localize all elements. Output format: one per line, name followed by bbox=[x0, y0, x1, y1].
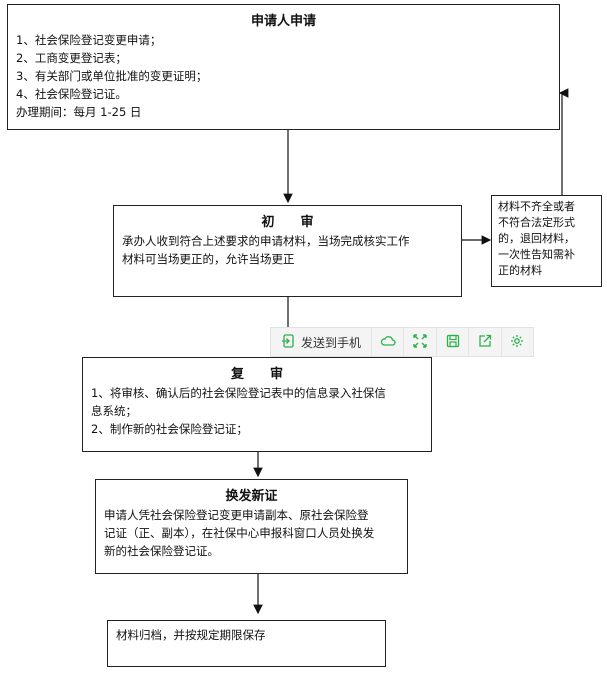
review1-line: 承办人收到符合上述要求的申请材料，当场完成核实工作 bbox=[122, 234, 410, 248]
expand-button[interactable] bbox=[404, 328, 437, 356]
review2-box: 复 审 1、将审核、确认后的社会保险登记表中的信息录入社保信 息系统； 2、制作… bbox=[82, 357, 432, 452]
review2-line: 2、制作新的社会保险登记证； bbox=[91, 422, 248, 436]
send-icon bbox=[281, 333, 295, 351]
review2-line: 1、将审核、确认后的社会保险登记表中的信息录入社保信 bbox=[91, 386, 386, 400]
cloud-icon bbox=[380, 333, 396, 352]
reject-line: 材料不齐全或者 bbox=[498, 200, 575, 213]
share-toolbar: 发送到手机 bbox=[270, 327, 534, 357]
arrow-reject-to-apply bbox=[560, 92, 563, 195]
archive-text: 材料归档，并按规定期限保存 bbox=[116, 628, 266, 642]
settings-button[interactable] bbox=[502, 328, 533, 356]
save-icon bbox=[446, 333, 460, 352]
apply-item: 1、社会保险登记变更申请； bbox=[16, 33, 162, 47]
expand-icon bbox=[413, 333, 427, 352]
reject-line: 的，退回材料， bbox=[498, 232, 575, 245]
send-to-phone-label: 发送到手机 bbox=[301, 335, 362, 350]
issue-box: 换发新证 申请人凭社会保险登记变更申请副本、原社会保险登 记证（正、副本），在社… bbox=[95, 479, 408, 574]
reject-line: 不符合法定形式 bbox=[498, 216, 575, 229]
issue-line: 申请人凭社会保险登记变更申请副本、原社会保险登 bbox=[104, 508, 369, 522]
issue-line: 记证（正、副本），在社保中心申报科窗口人员处换发 bbox=[104, 526, 375, 540]
issue-line: 新的社会保险登记证。 bbox=[104, 544, 219, 558]
issue-title: 换发新证 bbox=[225, 489, 278, 504]
share-button[interactable] bbox=[469, 328, 502, 356]
apply-box: 申请人申请 1、社会保险登记变更申请； 2、工商变更登记表； 3、有关部门或单位… bbox=[7, 4, 560, 130]
settings-icon bbox=[510, 333, 524, 352]
save-button[interactable] bbox=[437, 328, 470, 356]
review2-line: 息系统； bbox=[91, 404, 137, 418]
review2-title: 复 审 bbox=[230, 367, 283, 382]
review1-box: 初 审 承办人收到符合上述要求的申请材料，当场完成核实工作 材料可当场更正的，允… bbox=[113, 205, 462, 297]
send-to-phone-button[interactable]: 发送到手机 bbox=[271, 328, 373, 356]
review1-line: 材料可当场更正的，允许当场更正 bbox=[122, 252, 295, 266]
archive-box: 材料归档，并按规定期限保存 bbox=[107, 620, 386, 667]
reject-box: 材料不齐全或者 不符合法定形式 的，退回材料， 一次性告知需补 正的材料 bbox=[491, 195, 602, 287]
share-icon bbox=[478, 333, 492, 352]
cloud-button[interactable] bbox=[372, 328, 405, 356]
review1-title: 初 审 bbox=[261, 215, 314, 230]
apply-title: 申请人申请 bbox=[250, 14, 316, 29]
apply-item: 4、社会保险登记证。 bbox=[16, 87, 127, 101]
reject-line: 一次性告知需补 bbox=[498, 248, 575, 261]
reject-line: 正的材料 bbox=[498, 264, 542, 277]
apply-item: 2、工商变更登记表； bbox=[16, 51, 127, 65]
apply-period: 办理期间：每月 1-25 日 bbox=[16, 105, 142, 119]
apply-item: 3、有关部门或单位批准的变更证明； bbox=[16, 69, 208, 83]
